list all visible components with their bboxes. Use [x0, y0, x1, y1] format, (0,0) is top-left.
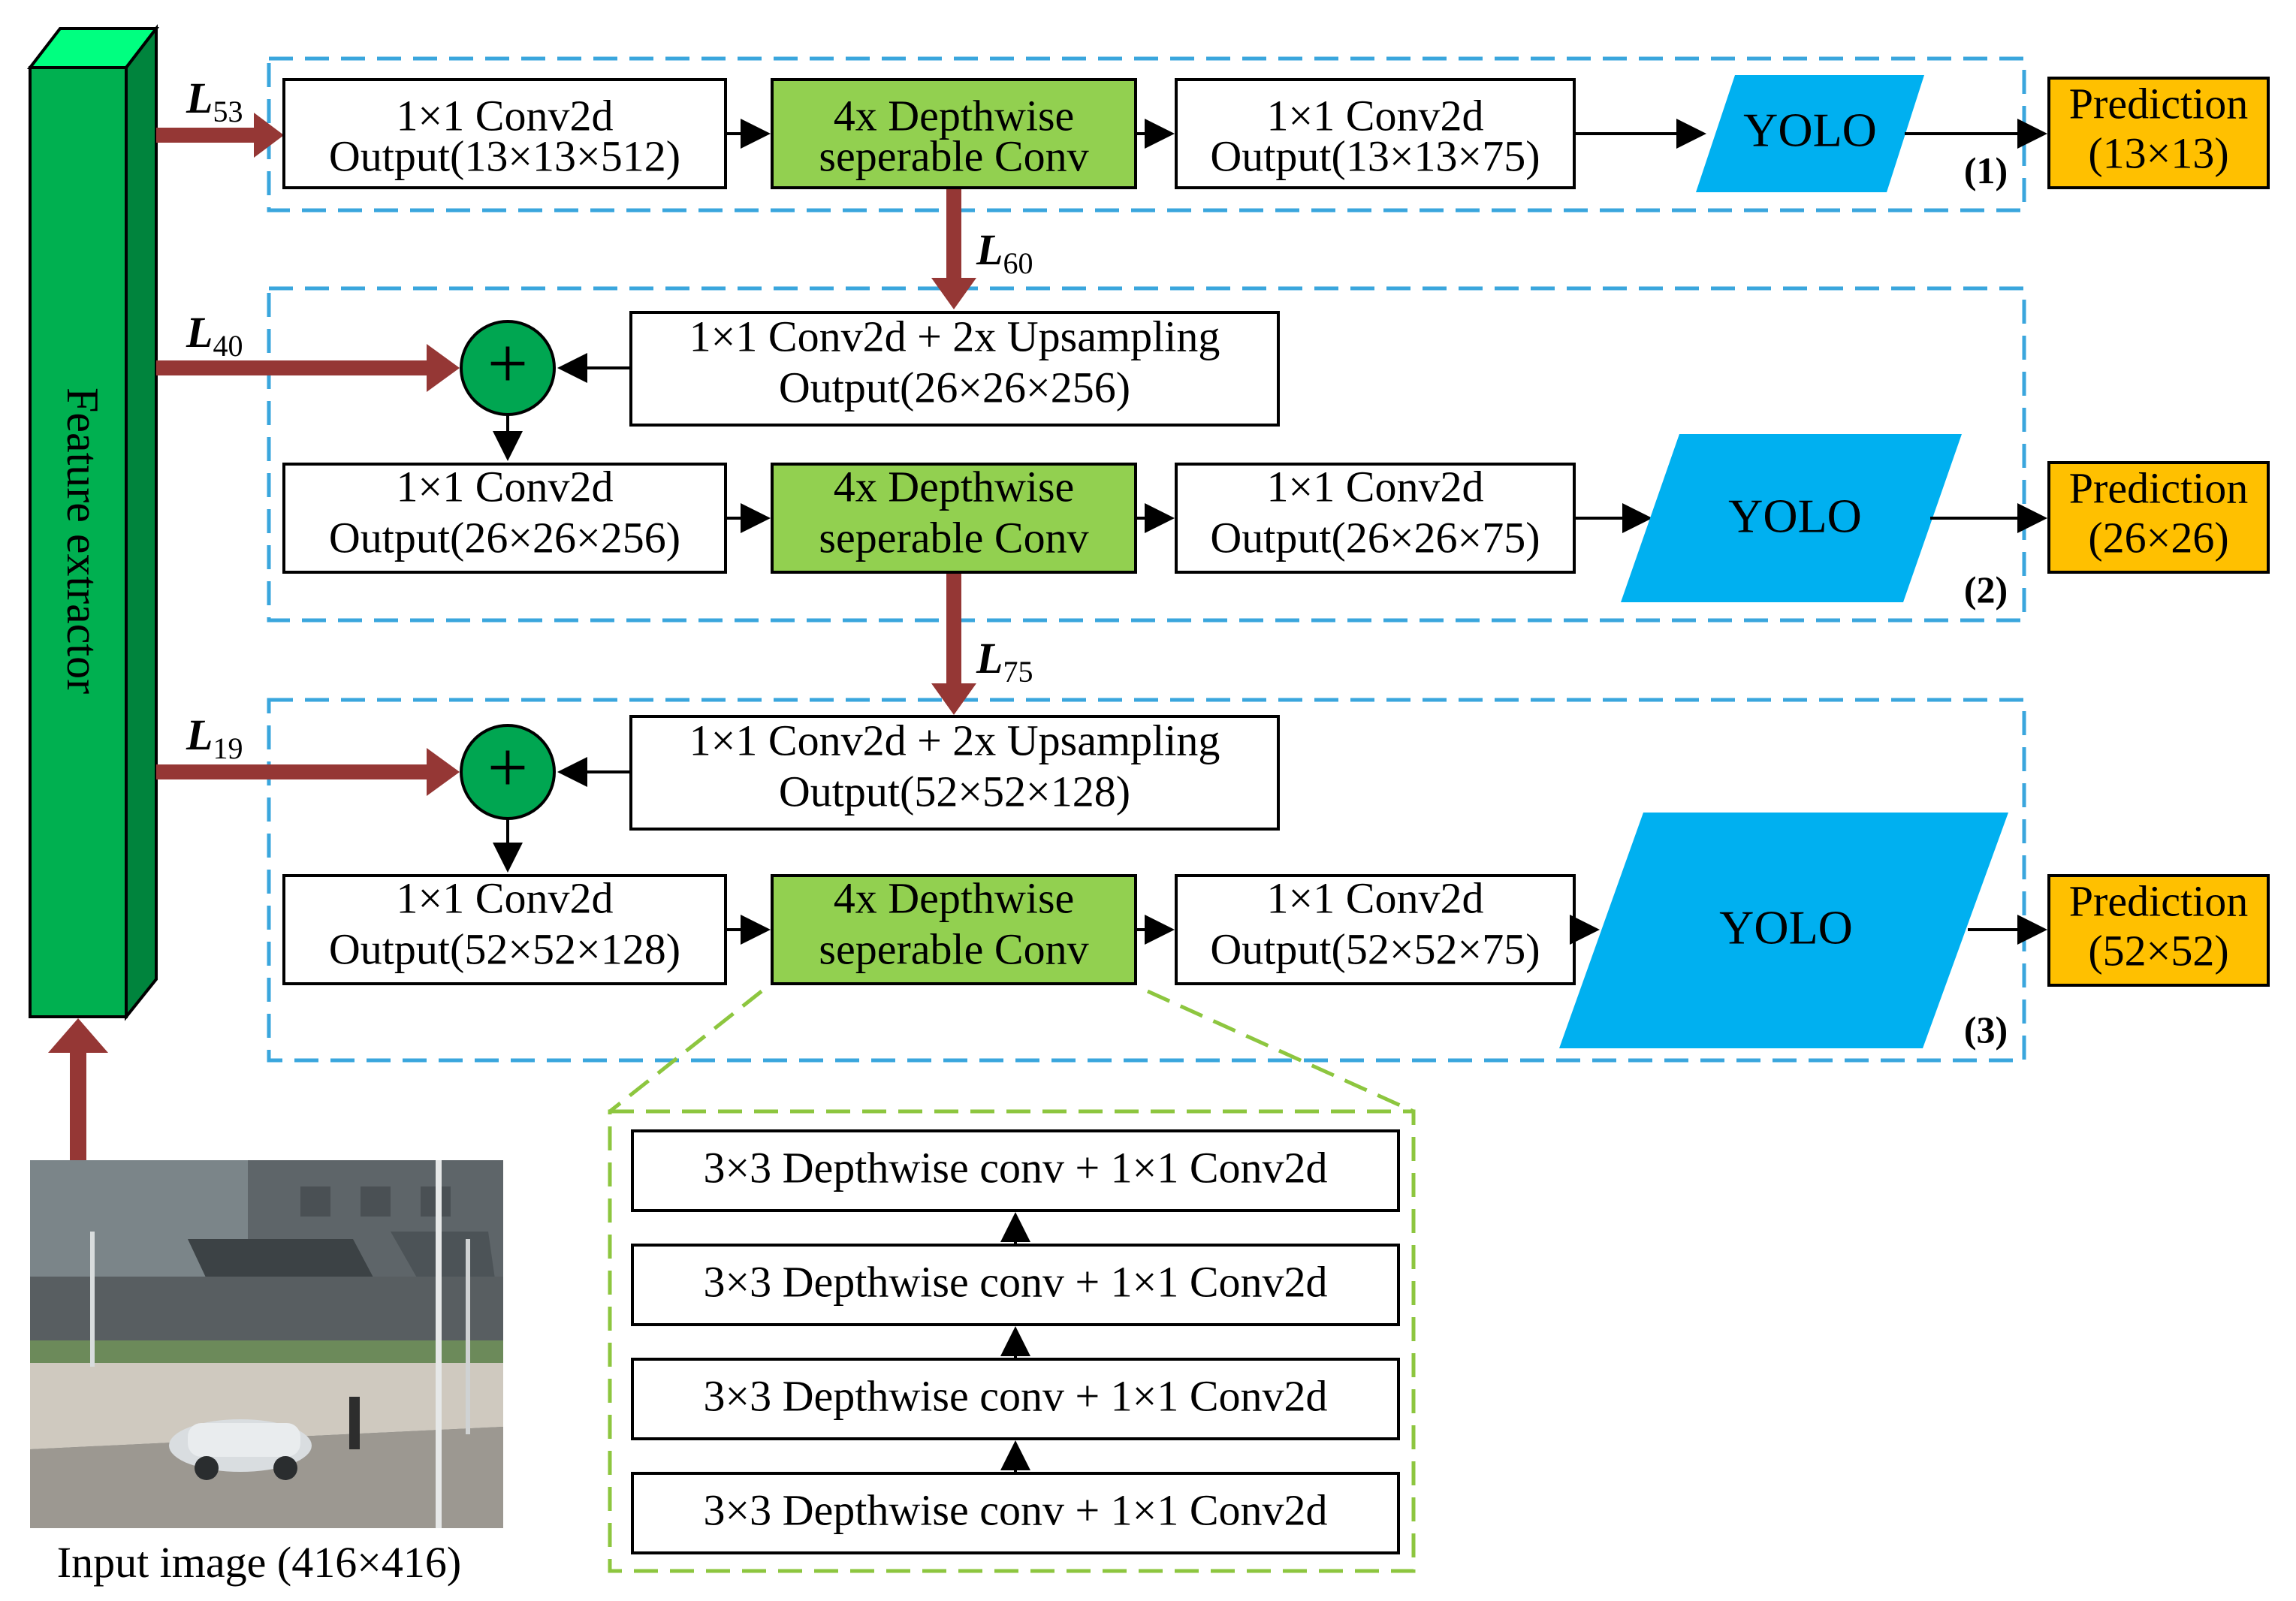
branch-1-conv-in-box [282, 78, 727, 189]
branch-2-conv-in-box [282, 463, 727, 574]
branch-2-depthwise-line2: seperable Conv [819, 513, 1088, 562]
branch-2-depthwise-box [771, 463, 1137, 574]
branch-1-conv-out-box [1175, 78, 1576, 189]
lateral-label-1: L53 [186, 74, 243, 128]
branch-1-conv-in-line2: Output(13×13×512) [329, 131, 680, 180]
branch-1-depthwise-box [771, 78, 1137, 189]
detail-box-2-label: 3×3 Depthwise conv + 1×1 Conv2d [703, 1257, 1327, 1306]
branch-2-prediction-line1: Prediction [2069, 463, 2248, 512]
branch-3-upsample-line1: 1×1 Conv2d + 2x Upsampling [689, 716, 1220, 764]
branch-3-depthwise-line1: 4x Depthwise [834, 873, 1075, 922]
feature-extractor-block: Feature extractor [26, 24, 160, 1021]
vertical-arrowhead-1 [931, 278, 976, 309]
lateral-arrowhead-2 [427, 344, 460, 392]
branch-2-prediction-line2: (26×26) [2088, 513, 2228, 562]
branch-3-upsample-box [629, 715, 1280, 831]
vertical-label-1: L60 [976, 225, 1033, 280]
branch-3-prediction-line1: Prediction [2069, 876, 2248, 925]
lateral-arrowhead-3 [427, 748, 460, 796]
input-image-caption: Input image (416×416) [57, 1538, 461, 1587]
branch-1-conv-out-line1: 1×1 Conv2d [1267, 91, 1484, 140]
detail-box-4-label: 3×3 Depthwise conv + 1×1 Conv2d [703, 1485, 1327, 1534]
feature-extractor-side [125, 24, 158, 1021]
branch-2-upsample-box [629, 311, 1280, 427]
detail-box-2 [631, 1244, 1400, 1326]
branch-3-conv-in-line1: 1×1 Conv2d [397, 873, 614, 922]
detail-zoom-line-right [1146, 989, 1415, 1114]
branch-3-yolo-shape [1559, 813, 2008, 1048]
input-to-extractor-arrowhead [48, 1018, 108, 1053]
branch-3-conv-out-line2: Output(52×52×75) [1210, 924, 1540, 973]
branch-1-conv-out-line2: Output(13×13×75) [1210, 131, 1540, 180]
detail-box-4 [631, 1472, 1400, 1554]
branch-2-upsample-line2: Output(26×26×256) [779, 363, 1130, 412]
branch-3-prediction-box [2047, 874, 2270, 987]
branch-3-sum-symbol: + [487, 727, 528, 807]
branch-3-number: (3) [1964, 1009, 2008, 1051]
detail-box-1 [631, 1129, 1400, 1212]
branch-3-upsample-line2: Output(52×52×128) [779, 767, 1130, 816]
branch-1-conv-in-line1: 1×1 Conv2d [397, 91, 614, 140]
branch-3-yolo-label: YOLO [1719, 901, 1853, 954]
lateral-label-2: L40 [186, 308, 243, 363]
branch-3-conv-out-box [1175, 874, 1576, 985]
branch-2-frame [267, 286, 2026, 623]
lateral-label-3: L19 [186, 710, 243, 765]
branch-2-number: (2) [1964, 568, 2008, 611]
branch-2: + 1×1 Conv2d + 2x Upsampling Output(26×2… [282, 311, 2270, 611]
branch-3-conv-in-box [282, 874, 727, 985]
branch-3-conv-out-line1: 1×1 Conv2d [1267, 873, 1484, 922]
branch-1-yolo-label: YOLO [1743, 104, 1877, 157]
detail-zoom-line-left [608, 990, 763, 1113]
branch-2-conv-out-line1: 1×1 Conv2d [1267, 462, 1484, 511]
branch-1-number: (1) [1964, 149, 2008, 191]
detail-box-3-label: 3×3 Depthwise conv + 1×1 Conv2d [703, 1371, 1327, 1420]
feature-extractor-front [29, 66, 128, 1018]
detail-box-3 [631, 1358, 1400, 1440]
branch-2-conv-in-line2: Output(26×26×256) [329, 513, 680, 562]
input-image [30, 1160, 503, 1528]
branch-1-yolo-shape [1696, 75, 1924, 192]
branch-1: 1×1 Conv2d Output(13×13×512) 4x Depthwis… [282, 75, 2270, 192]
branch-2-yolo-shape [1621, 434, 1962, 602]
feature-extractor-label: Feature extractor [58, 387, 107, 694]
branch-2-conv-out-box [1175, 463, 1576, 574]
branch-1-depthwise-line1: 4x Depthwise [834, 91, 1075, 140]
branch-3: + 1×1 Conv2d + 2x Upsampling Output(52×5… [282, 715, 2270, 1051]
branch-3-prediction-line2: (52×52) [2088, 926, 2228, 975]
branch-2-yolo-label: YOLO [1728, 490, 1862, 543]
detail-frame [608, 1109, 1416, 1573]
vertical-label-2: L75 [976, 634, 1033, 689]
branch-1-prediction-line2: (13×13) [2088, 128, 2228, 177]
branch-1-depthwise-line2: seperable Conv [819, 131, 1088, 180]
branch-3-conv-in-line2: Output(52×52×128) [329, 924, 680, 973]
branch-1-prediction-line1: Prediction [2069, 79, 2248, 128]
branch-3-depthwise-line2: seperable Conv [819, 924, 1088, 973]
branch-2-conv-out-line2: Output(26×26×75) [1210, 513, 1540, 562]
branch-2-conv-in-line1: 1×1 Conv2d [397, 462, 614, 511]
vertical-arrowhead-2 [931, 683, 976, 715]
branch-2-prediction-box [2047, 461, 2270, 574]
depthwise-detail: 3×3 Depthwise conv + 1×1 Conv2d 3×3 Dept… [608, 989, 1416, 1573]
branch-2-depthwise-line1: 4x Depthwise [834, 462, 1075, 511]
branch-1-prediction-box [2047, 77, 2270, 189]
branch-2-upsample-line1: 1×1 Conv2d + 2x Upsampling [689, 312, 1220, 360]
lateral-arrowhead-1 [254, 113, 284, 158]
detail-box-1-label: 3×3 Depthwise conv + 1×1 Conv2d [703, 1143, 1327, 1192]
branch-3-frame [267, 698, 2026, 1063]
branch-1-frame [267, 56, 2026, 213]
branch-2-sum-symbol: + [487, 323, 528, 403]
